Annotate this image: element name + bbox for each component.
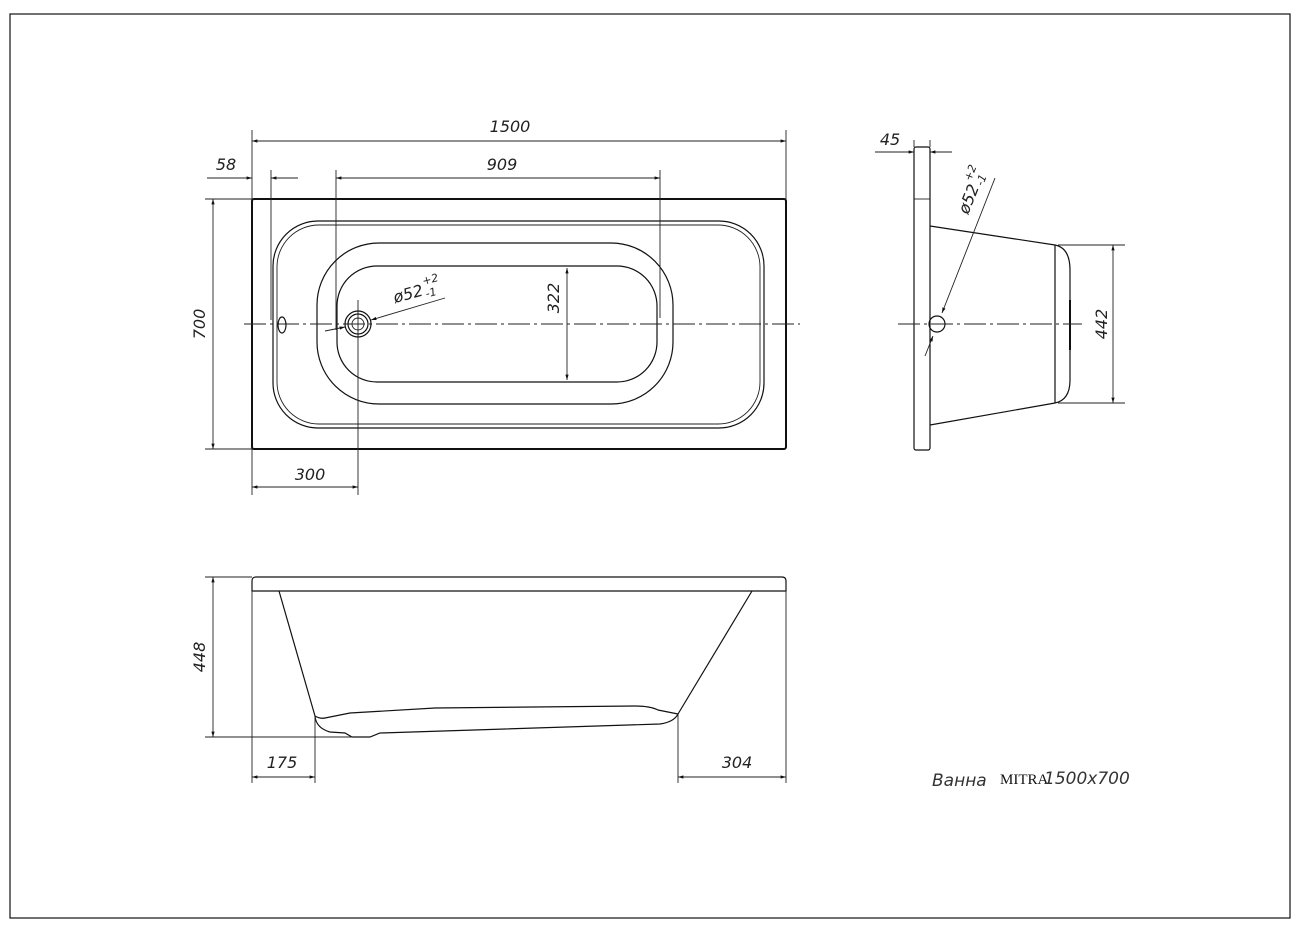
top-view: 1500 58 909 700 322 300 ø52 +2 -1 <box>190 117 800 495</box>
basin-outer <box>316 242 674 405</box>
dim-rim-thickness: 45 <box>880 130 900 149</box>
dim-left-offset: 175 <box>267 753 298 772</box>
tol-minus-side: -1 <box>973 173 989 188</box>
dim-bottom-width: 442 <box>1092 309 1111 340</box>
tol-plus: +2 <box>421 271 440 288</box>
overflow-icon <box>277 316 287 334</box>
dim-width: 700 <box>190 309 209 340</box>
rim-front <box>251 576 787 592</box>
tub-bottom <box>314 705 679 719</box>
rim-plate <box>913 146 931 451</box>
drawing-frame <box>9 13 1291 919</box>
dim-drain-offset: 300 <box>295 465 326 484</box>
dim-length: 1500 <box>490 117 531 136</box>
dim-height: 448 <box>190 642 209 673</box>
dim-basin-length: 909 <box>487 155 518 174</box>
dim-right-offset: 304 <box>722 753 753 772</box>
front-view: 448 175 304 <box>190 576 787 783</box>
title-prefix: Ванна <box>932 771 987 791</box>
dim-drain-diameter-side: ø52 <box>954 181 983 217</box>
tol-minus: -1 <box>424 285 438 300</box>
side-view: 45 442 ø52 +2 -1 <box>875 130 1125 451</box>
rim-inner-edge <box>272 220 765 429</box>
dim-rim-offset: 58 <box>216 155 236 174</box>
tub-side-body <box>929 225 1071 426</box>
drain-icon <box>344 310 372 338</box>
drawing-title: Ванна MITRA 1500x700 <box>932 769 1130 791</box>
dim-basin-width: 322 <box>544 283 563 314</box>
rim-inner-edge-2 <box>276 224 761 425</box>
tol-plus-side: +2 <box>961 163 979 183</box>
title-size: 1500x700 <box>1044 769 1130 789</box>
title-model: MITRA <box>1000 772 1049 788</box>
dim-drain-diameter: ø52 <box>390 281 425 307</box>
